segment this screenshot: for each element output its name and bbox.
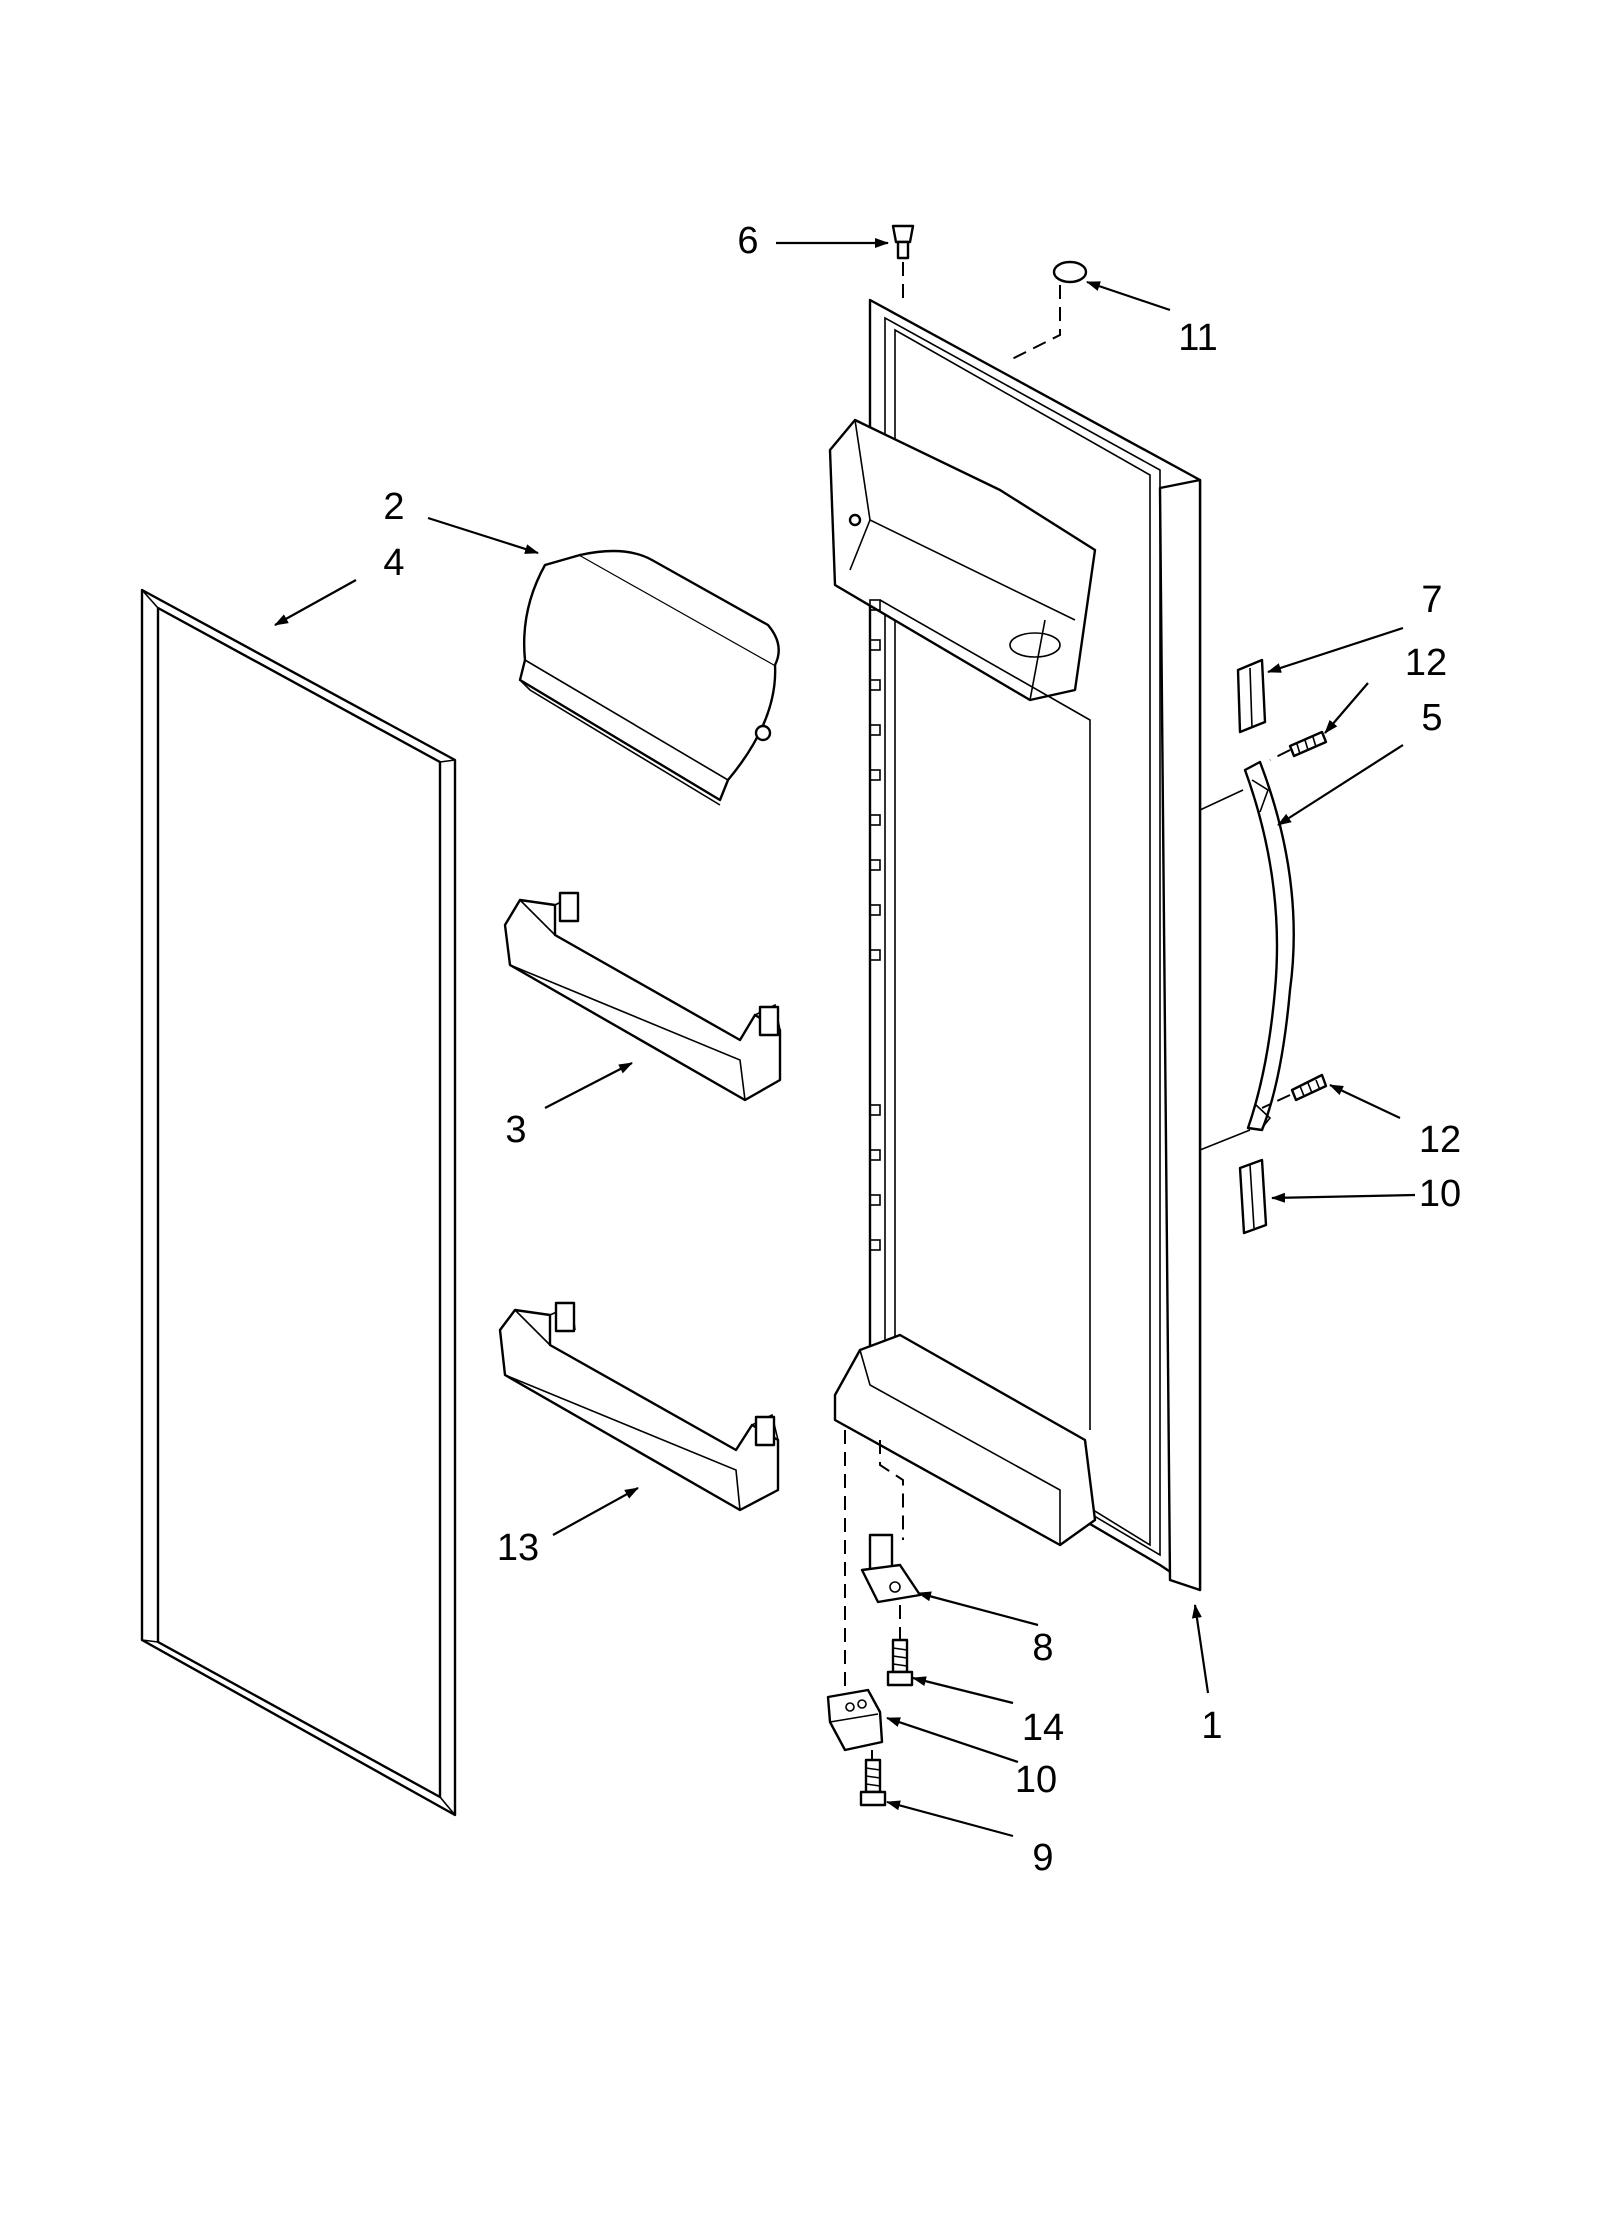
refrigerator-door [828, 298, 1202, 1592]
door-handle [1199, 760, 1295, 1151]
callout-9: 9 [1032, 1837, 1054, 1879]
callout-10-top: 10 [1418, 1173, 1462, 1215]
callout-5: 5 [1421, 697, 1443, 739]
callout-4: 4 [383, 542, 405, 584]
bottom-hinge [860, 1533, 922, 1640]
callout-7: 7 [1421, 579, 1443, 621]
hinge-bottom-screw [859, 1750, 887, 1807]
callout-11: 11 [1178, 317, 1218, 359]
handle-end-cap-top [1236, 658, 1267, 734]
callout-1: 1 [1201, 1705, 1223, 1747]
dairy-bin [518, 549, 780, 806]
top-hinge-bushing [891, 224, 915, 300]
hinge-screw [886, 1638, 914, 1687]
callout-2: 2 [383, 486, 405, 528]
callout-6: 6 [737, 220, 759, 262]
callout-12-top: 12 [1404, 642, 1448, 684]
hole-plug [1009, 260, 1088, 361]
door-gasket [140, 588, 457, 1817]
hinge-shim [826, 1688, 884, 1752]
hinge-axis-line-2 [879, 1440, 904, 1540]
callout-8: 8 [1032, 1627, 1054, 1669]
callout-14: 14 [1021, 1707, 1065, 1749]
callout-13: 13 [496, 1527, 540, 1569]
handle-end-cap-bottom [1238, 1158, 1268, 1235]
callout-3: 3 [505, 1109, 527, 1151]
screw-top [1269, 730, 1328, 761]
door-bin-lower [498, 1301, 780, 1512]
leader-lines [274, 238, 1416, 1838]
screw-bottom [1261, 1073, 1328, 1109]
door-bin-upper [503, 891, 782, 1102]
callout-10-bottom: 10 [1014, 1759, 1058, 1801]
callout-12-bottom: 12 [1418, 1119, 1462, 1161]
